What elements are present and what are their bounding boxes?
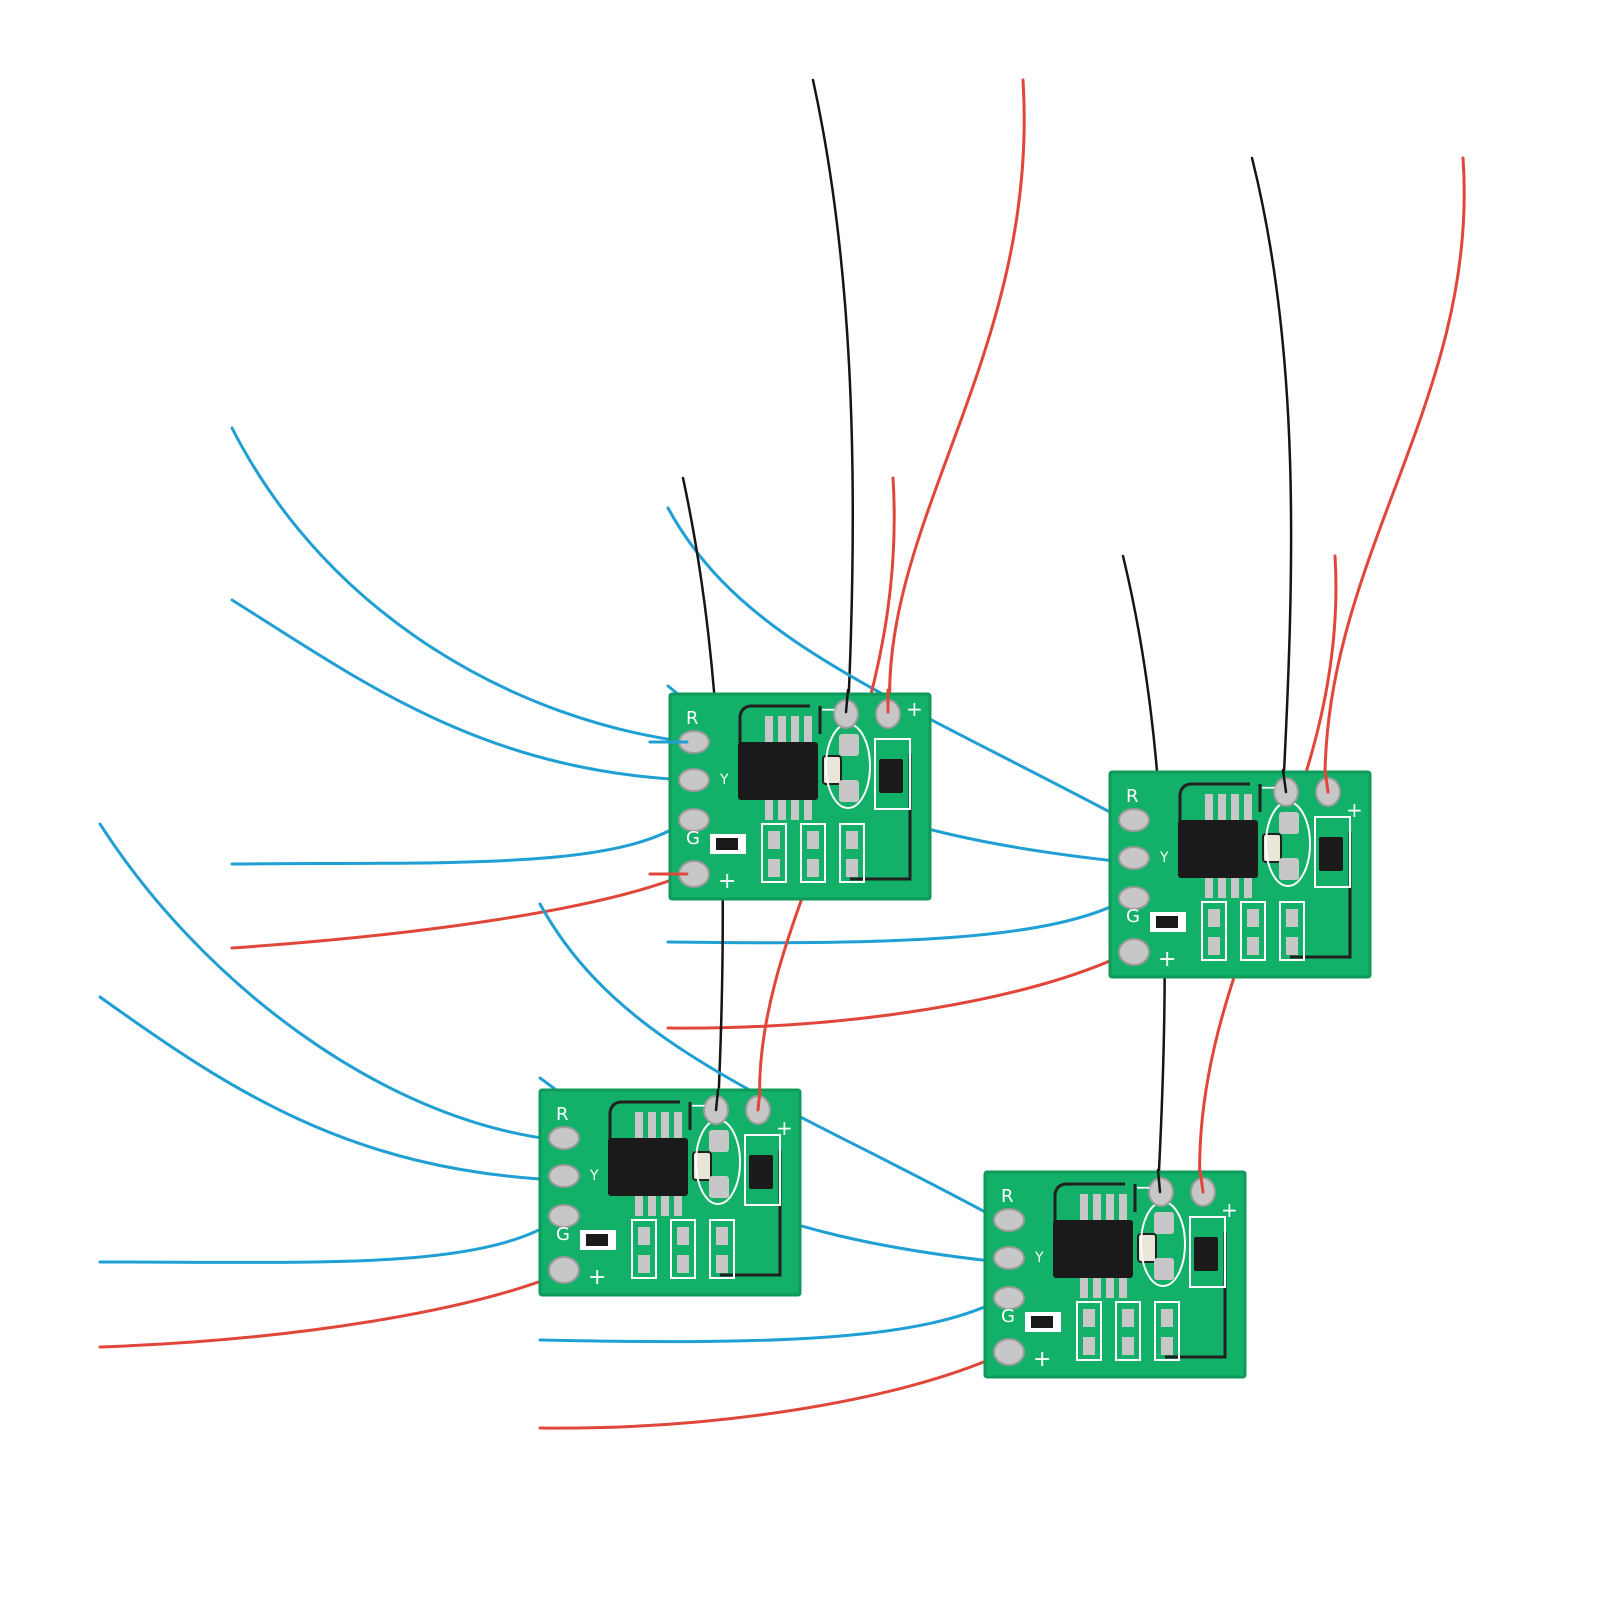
blue-wire	[538, 1298, 1002, 1344]
blue-wire	[98, 995, 559, 1182]
label-y: Y	[719, 772, 729, 788]
label-minus: −	[690, 1093, 707, 1117]
label-g: G	[686, 828, 700, 849]
label-plus: +	[588, 1265, 606, 1290]
label-plus: +	[1158, 947, 1176, 972]
label-plus-top: +	[776, 1116, 793, 1140]
label-y: Y	[1034, 1250, 1044, 1266]
red-wire	[98, 1273, 559, 1349]
blue-wire	[98, 1218, 559, 1264]
label-plus: +	[1033, 1347, 1051, 1372]
pcb-board-top-left: R Y G + − +	[668, 692, 932, 901]
label-r: R	[686, 708, 699, 729]
blue-wire	[230, 818, 689, 866]
label-minus: −	[820, 697, 837, 721]
blue-wire	[230, 598, 689, 782]
label-r: R	[1126, 786, 1139, 807]
blue-wire	[666, 506, 1127, 822]
red-wire	[538, 1353, 1002, 1430]
red-wire	[888, 78, 1026, 714]
solder-joints	[648, 688, 1330, 1194]
label-r: R	[556, 1104, 569, 1125]
label-minus: −	[1260, 775, 1277, 799]
blue-wire	[98, 822, 559, 1142]
red-wire	[666, 952, 1127, 1030]
label-plus-top: +	[1346, 798, 1363, 822]
red-wire	[1323, 156, 1466, 794]
pcb-board-top-right: R Y G + − +	[1108, 770, 1372, 979]
pcb-board-bottom-left: R Y G + − +	[538, 1088, 802, 1297]
label-plus-top: +	[1221, 1198, 1238, 1222]
label-y: Y	[1159, 850, 1169, 866]
pcb-board-bottom-right: R Y G + − +	[983, 1170, 1247, 1379]
label-y: Y	[589, 1168, 599, 1184]
blue-wire	[230, 426, 689, 744]
label-minus: −	[1135, 1175, 1152, 1199]
red-wire	[230, 872, 689, 950]
black-wire	[1250, 156, 1293, 794]
label-g: G	[1126, 906, 1140, 927]
blue-wire	[538, 902, 1002, 1222]
label-g: G	[1001, 1306, 1015, 1327]
label-g: G	[556, 1224, 570, 1245]
blue-wire	[666, 898, 1127, 945]
label-plus-top: +	[906, 697, 923, 721]
label-plus: +	[718, 869, 736, 894]
label-r: R	[1001, 1186, 1014, 1207]
black-wire	[811, 78, 855, 714]
